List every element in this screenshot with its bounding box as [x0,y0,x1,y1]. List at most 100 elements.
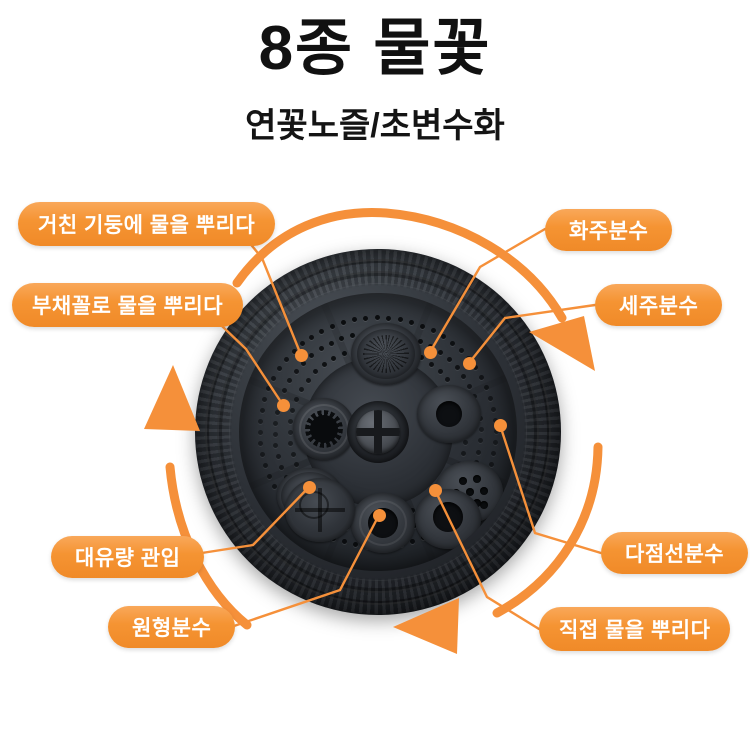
leader-dot-fan-spray [277,399,290,412]
mist-hole [418,338,423,344]
spray-port-jet [417,385,481,443]
mist-hole [309,334,315,340]
mist-hole [350,332,356,338]
mist-hole [460,451,466,457]
mist-hole [271,376,277,382]
page-subtitle: 연꽃노즐/초변수화 [245,107,505,145]
label-rough-column-text: 거친 기둥에 물을 뿌리다 [38,214,256,237]
multi-hole [480,501,488,509]
mist-hole [262,463,268,469]
leader-dot-circle-jet [373,509,386,522]
mist-hole [420,323,426,329]
mist-hole [473,365,479,371]
label-circle-jet[interactable]: 원형분수 [108,606,236,648]
mist-hole [479,375,485,380]
mist-hole [309,352,315,358]
mist-hole [339,336,345,341]
mist-hole [301,360,306,366]
mist-hole [397,317,403,323]
nozzle-face [239,293,517,571]
mist-hole [467,384,473,390]
mist-hole [374,315,380,320]
label-fan-spray-text: 부채꼴로 물을 뿌리다 [32,295,224,318]
leader-dot-direct-spray [429,484,442,497]
multi-hole [459,477,467,485]
mist-hole [257,430,263,436]
mist-hole [262,396,268,402]
mist-hole [440,334,446,339]
mist-hole [478,427,484,433]
multi-hole [473,475,481,483]
mist-hole [340,320,346,326]
center-screw [347,401,409,463]
mist-hole [484,385,490,391]
mist-hole [279,464,285,470]
mist-hole [341,539,347,545]
mist-hole [259,452,265,458]
mist-hole [294,462,300,468]
mist-hole [277,366,282,372]
mist-hole [419,355,425,361]
label-direct-spray[interactable]: 직접 물을 뿌리다 [539,607,731,651]
mist-hole [274,409,280,415]
mist-hole [272,431,278,437]
mist-hole [449,340,455,346]
mist-hole [446,357,452,363]
mist-hole [287,429,293,435]
mist-hole [493,428,499,434]
mist-hole [351,317,357,323]
mist-hole [313,369,319,375]
leader-dot-high-flow [303,481,316,494]
mist-hole [409,319,415,325]
label-multi-point[interactable]: 다점선분수 [601,532,749,574]
spray-port-cone [351,493,415,553]
mist-hole [454,365,460,371]
mist-hole [462,440,468,446]
mist-hole [437,350,443,355]
mist-hole [290,451,296,457]
mist-hole [283,357,289,363]
label-high-flow[interactable]: 대유량 관입 [51,536,205,578]
mist-hole [491,406,497,412]
label-flower-jet-text: 화주분수 [569,220,649,243]
mist-hole [410,538,416,544]
leader-dot-flower-jet [424,346,437,359]
mist-hole [458,348,464,354]
mist-hole [428,361,434,367]
mist-hole [288,440,294,446]
mist-hole [328,340,334,346]
multi-hole [480,487,488,495]
mist-hole [305,377,311,383]
mist-hole [259,407,265,413]
label-column-jet[interactable]: 세주분수 [595,284,723,326]
label-column-jet-text: 세주분수 [619,295,699,318]
mist-hole [290,407,296,413]
mist-hole [273,443,279,448]
mist-hole [271,484,277,489]
mist-hole [461,374,467,380]
mist-hole [476,449,482,455]
label-high-flow-text: 대유량 관입 [75,547,181,570]
label-fan-spray[interactable]: 부채꼴로 물을 뿌리다 [12,283,244,327]
mist-hole [488,462,494,468]
spray-port-petal [285,478,355,542]
nozzle-product-image [195,249,561,615]
mist-hole [341,350,347,356]
mist-hole [288,418,294,424]
mist-hole [488,395,494,401]
mist-hole [329,324,335,329]
mist-hole [293,369,299,374]
mist-hole [294,397,300,403]
mist-hole [331,355,337,361]
label-multi-point-text: 다점선분수 [625,543,725,566]
label-flower-jet[interactable]: 화주분수 [545,209,673,251]
mist-hole [491,451,497,457]
mist-hole [281,388,287,394]
label-rough-column[interactable]: 거친 기둥에 물을 뿌리다 [18,202,276,246]
mist-hole [299,387,305,393]
mist-hole [445,377,451,383]
mist-hole [353,541,359,547]
leader-dot-column-jet [463,357,476,370]
leader-dot-multi-point [494,419,507,432]
